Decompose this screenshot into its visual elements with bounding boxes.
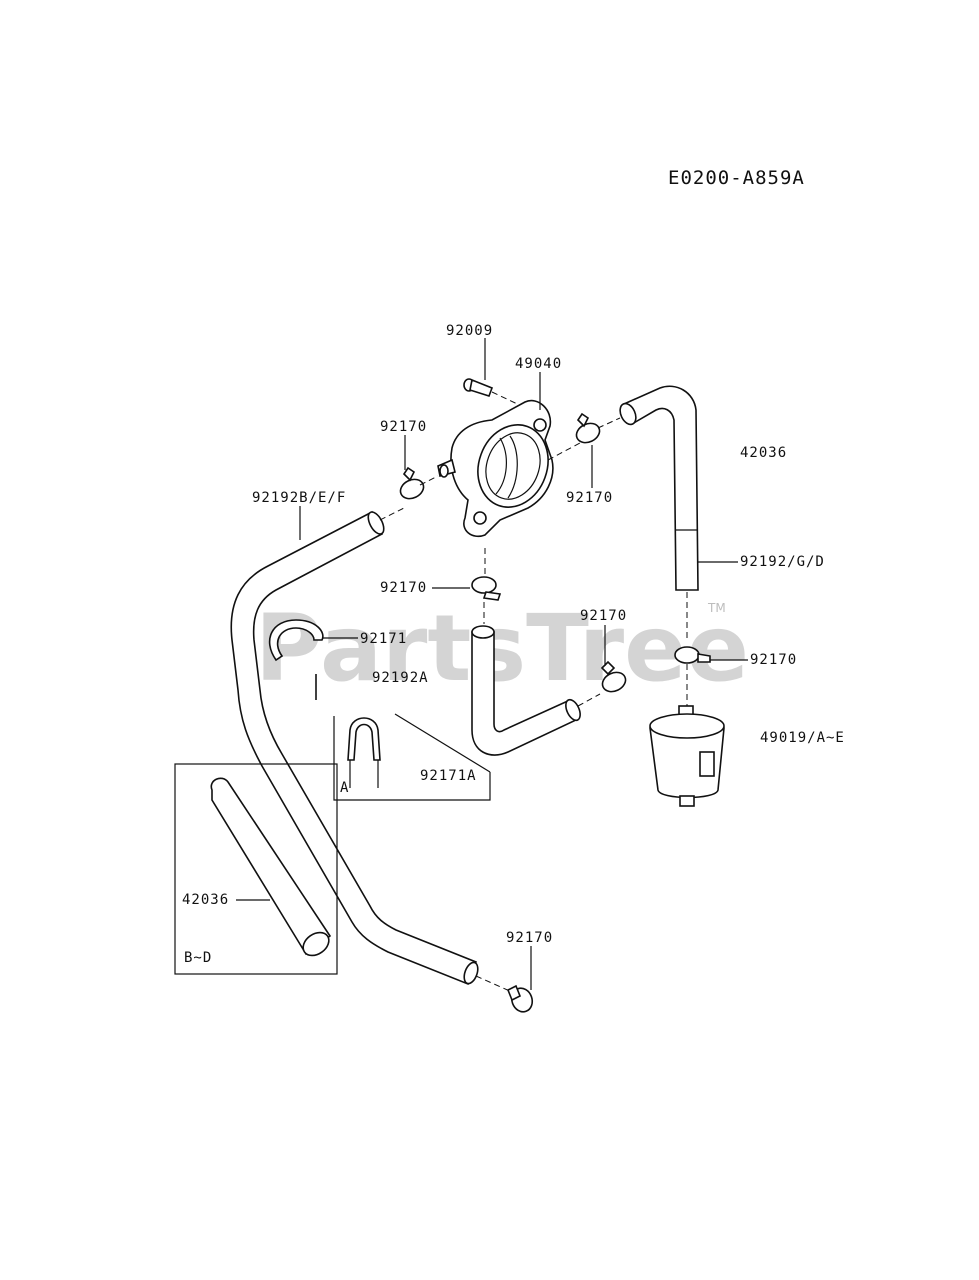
fuel-filter-49019[interactable] <box>649 705 725 807</box>
clamp-upper-right-92170[interactable] <box>573 412 621 446</box>
label-92009[interactable]: 92009 <box>446 323 493 339</box>
label-92192gd[interactable]: 92192/G/D <box>740 554 825 570</box>
label-92171[interactable]: 92171 <box>360 631 407 647</box>
label-49040[interactable]: 49040 <box>515 356 562 372</box>
hose-upper-right[interactable] <box>617 385 699 640</box>
label-92170-bottom[interactable]: 92170 <box>506 930 553 946</box>
fuel-pump-49040[interactable] <box>437 399 581 537</box>
clamp-upper-left-92170[interactable] <box>397 466 439 502</box>
label-92170-below-pump[interactable]: 92170 <box>380 580 427 596</box>
clamp-bottom-92170[interactable] <box>506 984 536 1014</box>
clamp-filter-92170[interactable] <box>674 646 711 708</box>
label-92171a[interactable]: 92171A <box>420 768 477 784</box>
hose-middle-u[interactable] <box>471 625 601 756</box>
clip-92171[interactable] <box>268 619 324 662</box>
label-49019[interactable]: 49019/A~E <box>760 730 845 746</box>
diagram-code: E0200-A859A <box>668 167 805 189</box>
hose-left-long[interactable] <box>230 507 513 993</box>
label-92192bef[interactable]: 92192B/E/F <box>252 490 346 506</box>
label-42036-upper[interactable]: 42036 <box>740 445 787 461</box>
inset-bd: 42036 B~D <box>174 763 338 975</box>
clamp-middle-right-92170[interactable] <box>599 660 628 695</box>
inset-a: A 92171A <box>333 713 491 801</box>
label-92170-upper-left[interactable]: 92170 <box>380 419 427 435</box>
label-92170-filter[interactable]: 92170 <box>750 652 797 668</box>
watermark: PartsTree <box>255 595 749 702</box>
label-92192a[interactable]: 92192A <box>372 670 429 686</box>
inset-bd-letter: B~D <box>184 950 212 966</box>
label-92170-middle-right[interactable]: 92170 <box>580 608 627 624</box>
clamp-below-pump-92170[interactable] <box>471 548 502 624</box>
watermark-tm: TM <box>707 601 726 615</box>
label-92170-upper-right[interactable]: 92170 <box>566 490 613 506</box>
label-42036-inset[interactable]: 42036 <box>182 892 229 908</box>
inset-a-letter: A <box>340 780 349 796</box>
